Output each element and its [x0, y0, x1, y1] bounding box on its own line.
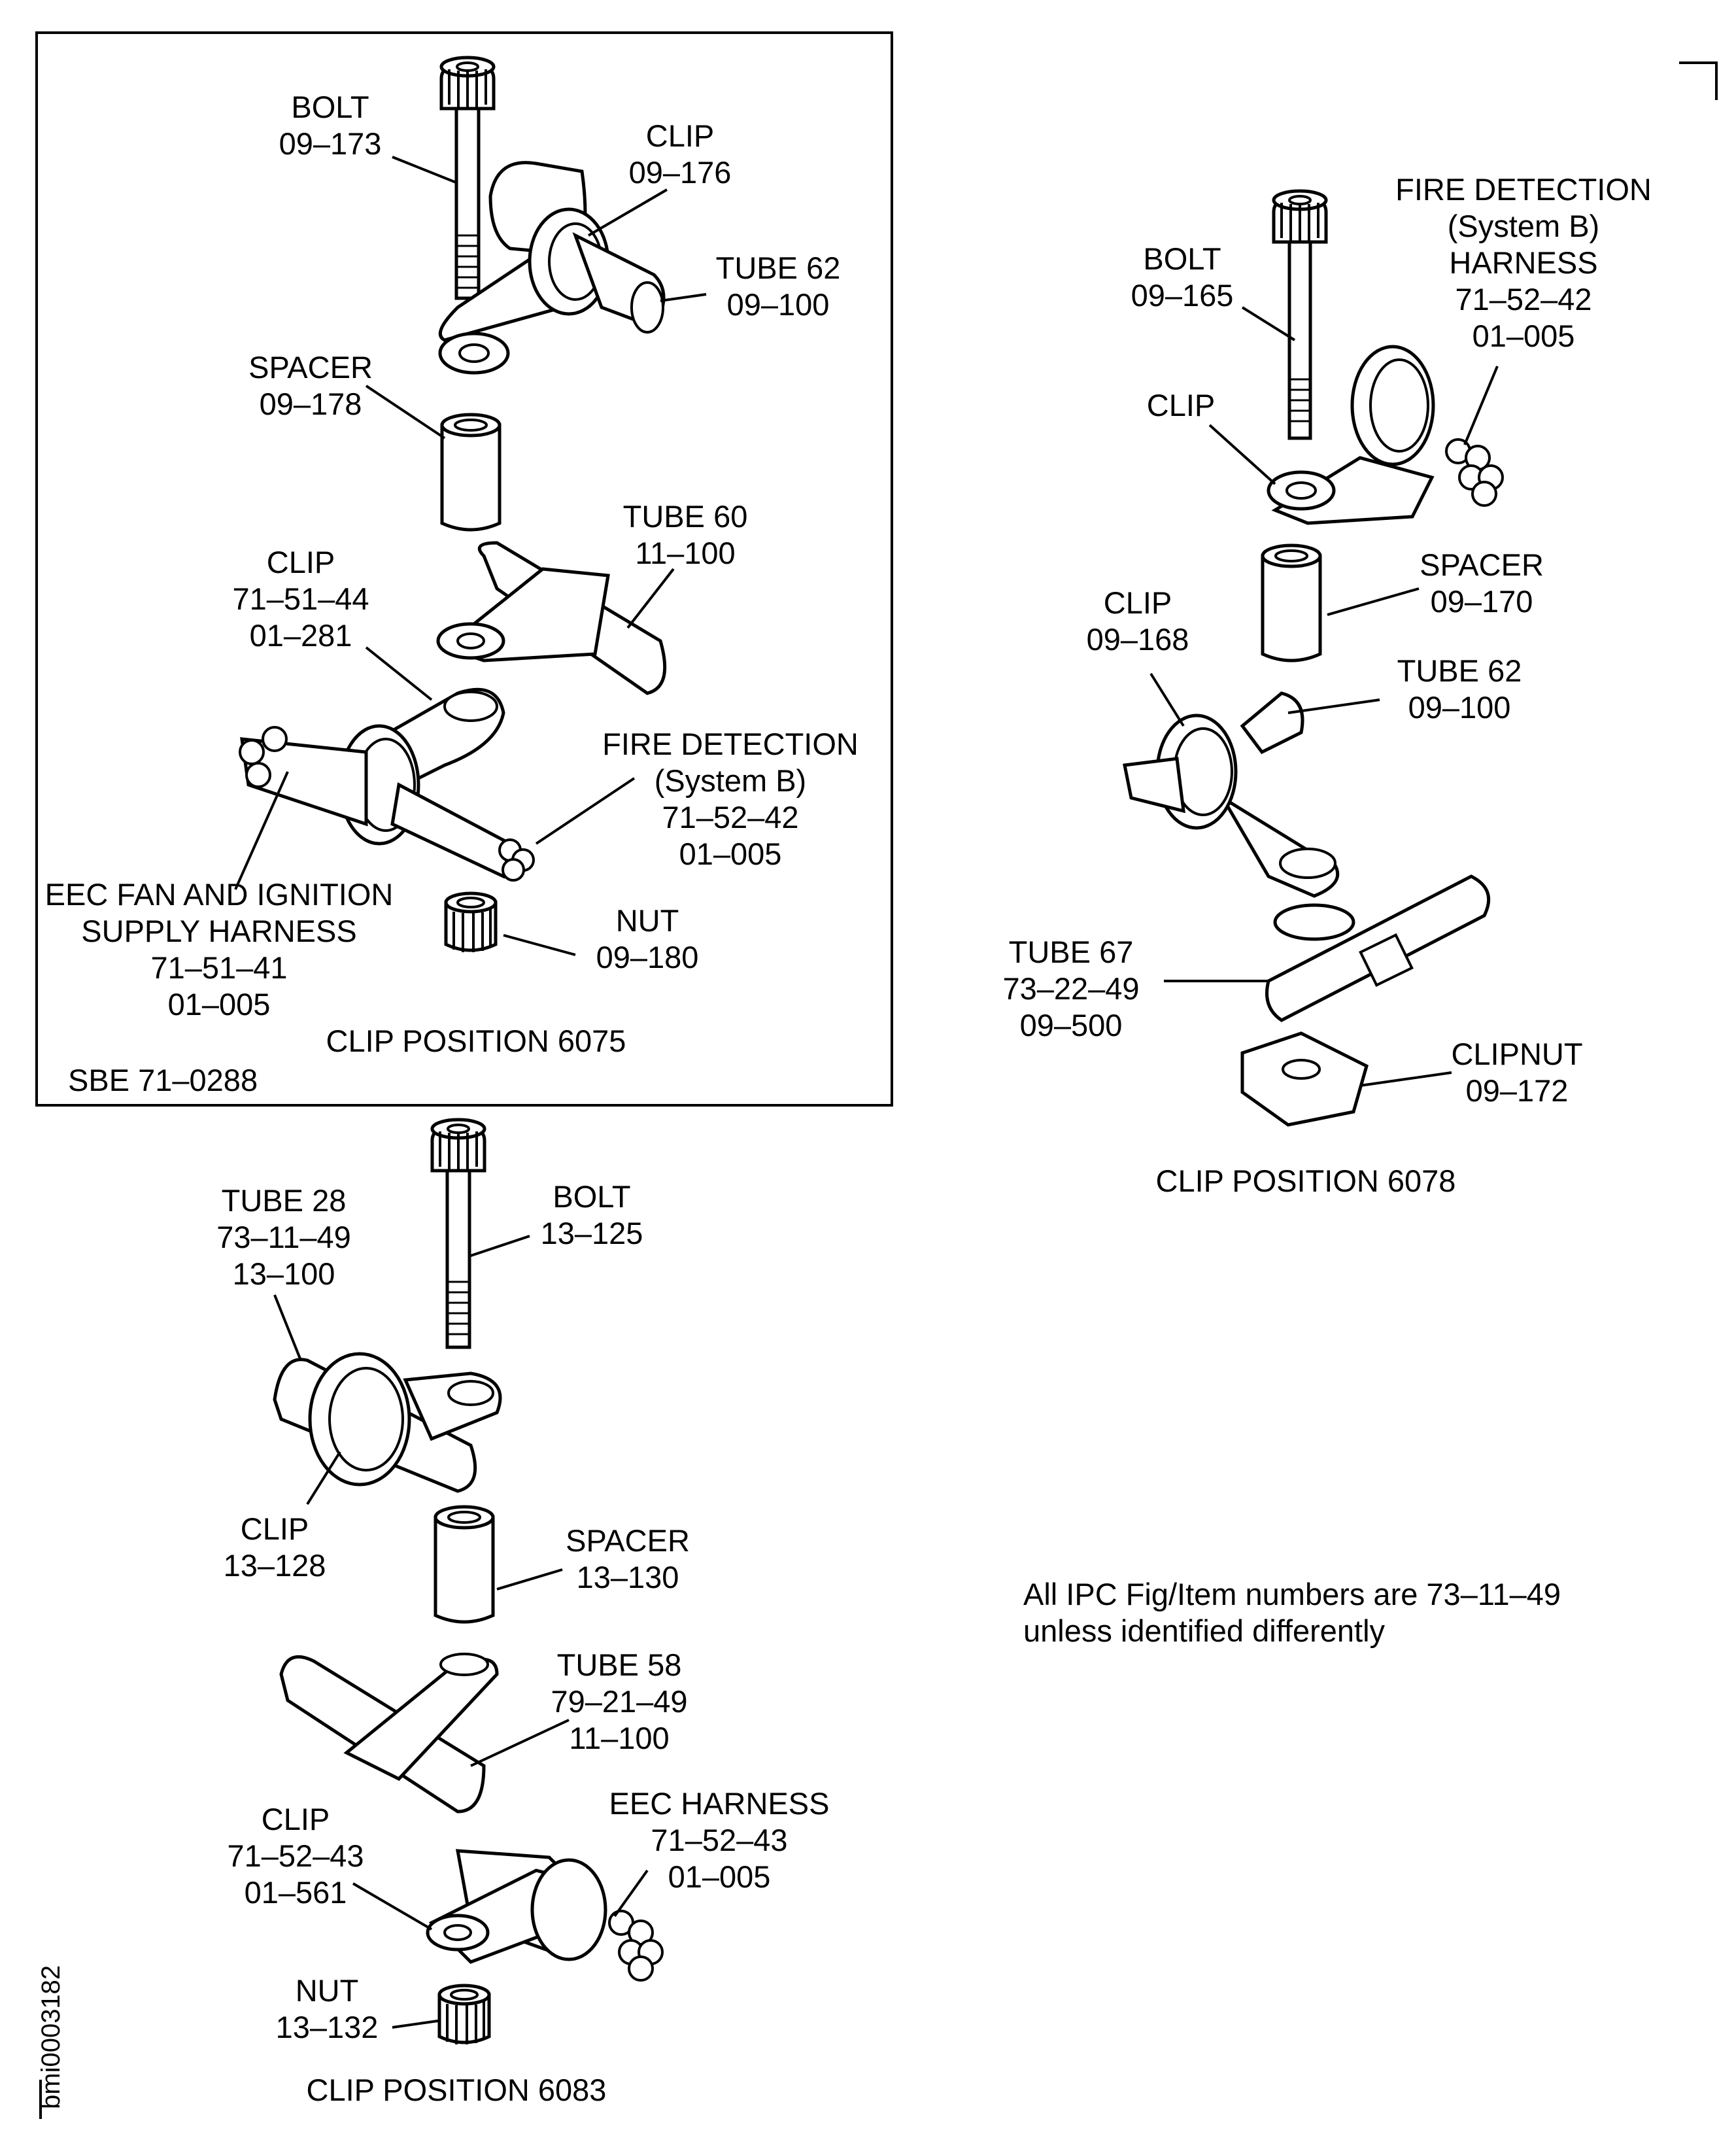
spacer-09-170-drawing	[1263, 545, 1320, 661]
label-sbe-71-0288: SBE 71–0288	[68, 1063, 258, 1097]
title-clip-position-6078: CLIP POSITION 6078	[1155, 1163, 1456, 1198]
figure-id-tick	[39, 2080, 42, 2119]
spacer-13-130-drawing	[435, 1507, 493, 1622]
clip-09-168-drawing	[1155, 714, 1340, 898]
bolt-6078-drawing	[1274, 191, 1326, 440]
nut-13-132-drawing	[439, 1986, 489, 2044]
label-clip-6078-top: CLIP	[1146, 388, 1216, 422]
tube-58-drawing	[279, 1653, 499, 1814]
nut-09-180-drawing	[446, 893, 496, 952]
clip-71-52-43-drawing	[426, 1858, 607, 1964]
clip-6078-top-drawing	[1267, 345, 1435, 525]
panel-6075-border	[35, 31, 893, 1107]
tube-62-6078-drawing	[1123, 691, 1304, 814]
ipc-note: All IPC Fig/Item numbers are 73–11–49 un…	[1023, 1577, 1561, 1648]
corner-mark	[1679, 61, 1718, 100]
clip-13-128-drawing	[308, 1352, 502, 1487]
fire-detection-harness-6078-drawing	[1445, 438, 1504, 507]
title-clip-position-6075: CLIP POSITION 6075	[326, 1024, 626, 1058]
leaders-6083	[273, 1235, 649, 2029]
fire-detection-harness-6075-drawing	[390, 782, 535, 882]
tube-60-drawing	[436, 541, 667, 695]
bolt-6075-drawing	[441, 58, 494, 300]
title-clip-position-6083: CLIP POSITION 6083	[306, 2073, 607, 2107]
spacer-09-178-drawing	[442, 415, 500, 530]
eec-fan-harness-drawing	[239, 726, 368, 827]
tube-67-drawing	[1265, 874, 1491, 1022]
leaders-6075	[234, 156, 707, 956]
leaders-6078	[1149, 306, 1499, 1087]
bolt-6083-drawing	[432, 1120, 485, 1349]
clipnut-09-172-drawing	[1240, 1031, 1369, 1127]
